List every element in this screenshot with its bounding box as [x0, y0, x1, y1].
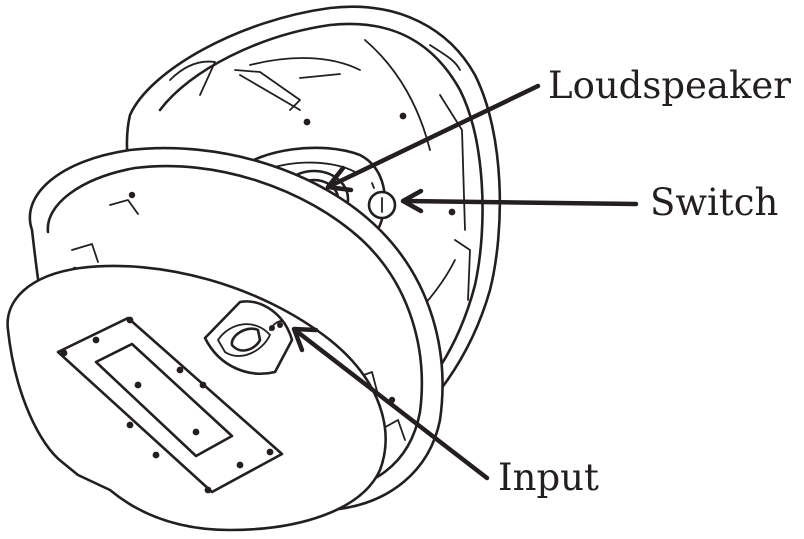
- input-label: Input: [498, 456, 599, 499]
- loudspeaker-arrowhead: [325, 165, 354, 193]
- switch-arrowhead: [400, 188, 424, 214]
- switch-label: Switch: [650, 181, 778, 224]
- switch-callout: Switch: [400, 181, 778, 224]
- input-leader-line: [292, 327, 490, 481]
- front-panel: [6, 264, 387, 532]
- input-arrowhead: [291, 326, 319, 353]
- loudspeaker-callout: Loudspeaker: [325, 64, 791, 193]
- input-callout: Input: [291, 326, 599, 499]
- loudspeaker-label: Loudspeaker: [548, 64, 791, 107]
- loudspeaker-leader-line: [327, 83, 541, 189]
- switch-leader-line: [402, 198, 639, 207]
- input-terminal: [203, 300, 294, 375]
- switch-knob: [367, 182, 397, 220]
